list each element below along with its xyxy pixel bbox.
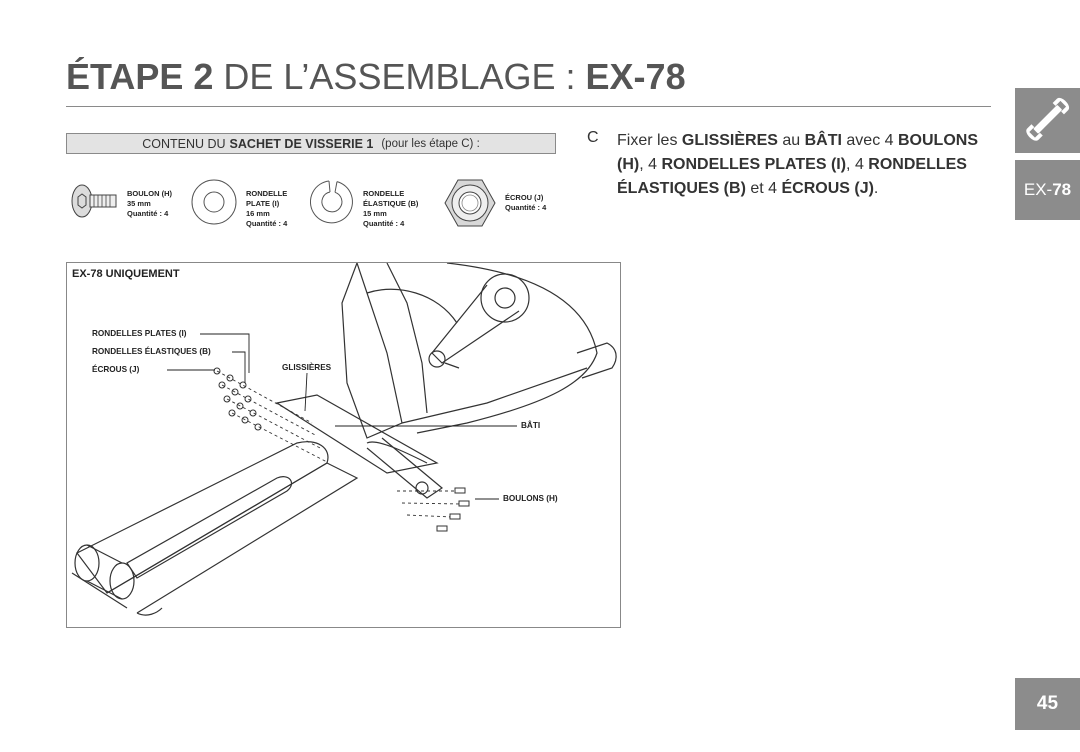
- callout-nuts: ÉCROUS (J): [92, 365, 140, 374]
- callout-rails: GLISSIÈRES: [282, 363, 332, 372]
- step-instruction: Fixer les GLISSIÈRES au BÂTI avec 4 BOUL…: [617, 132, 978, 197]
- model-tab: EX-78: [1015, 160, 1080, 220]
- bolt-h-icon: [71, 184, 117, 218]
- callout-lock-washers: RONDELLES ÉLASTIQUES (B): [92, 347, 211, 356]
- page-title: ÉTAPE 2 DE L’ASSEMBLAGE : EX-78: [66, 56, 686, 97]
- page-number: 45: [1015, 678, 1080, 730]
- nut-j-icon: [444, 179, 496, 227]
- elliptical-diagram: [71, 263, 617, 616]
- callout-flat-washers: RONDELLES PLATES (I): [92, 329, 187, 338]
- callout-frame: BÂTI: [521, 421, 541, 430]
- figure-title: EX-78 UNIQUEMENT: [72, 268, 180, 280]
- assembly-figure: [66, 262, 621, 628]
- flat-washer-i-icon: [191, 179, 237, 225]
- wrench-icon: [1026, 97, 1070, 141]
- title-divider: [66, 106, 991, 107]
- callout-bolts: BOULONS (H): [503, 494, 558, 503]
- lock-washer-b-icon: [309, 180, 353, 224]
- tools-tab: [1015, 88, 1080, 153]
- step-letter: C: [587, 129, 599, 146]
- nut-j-label: ÉCROU (J)Quantité : 4: [505, 193, 547, 212]
